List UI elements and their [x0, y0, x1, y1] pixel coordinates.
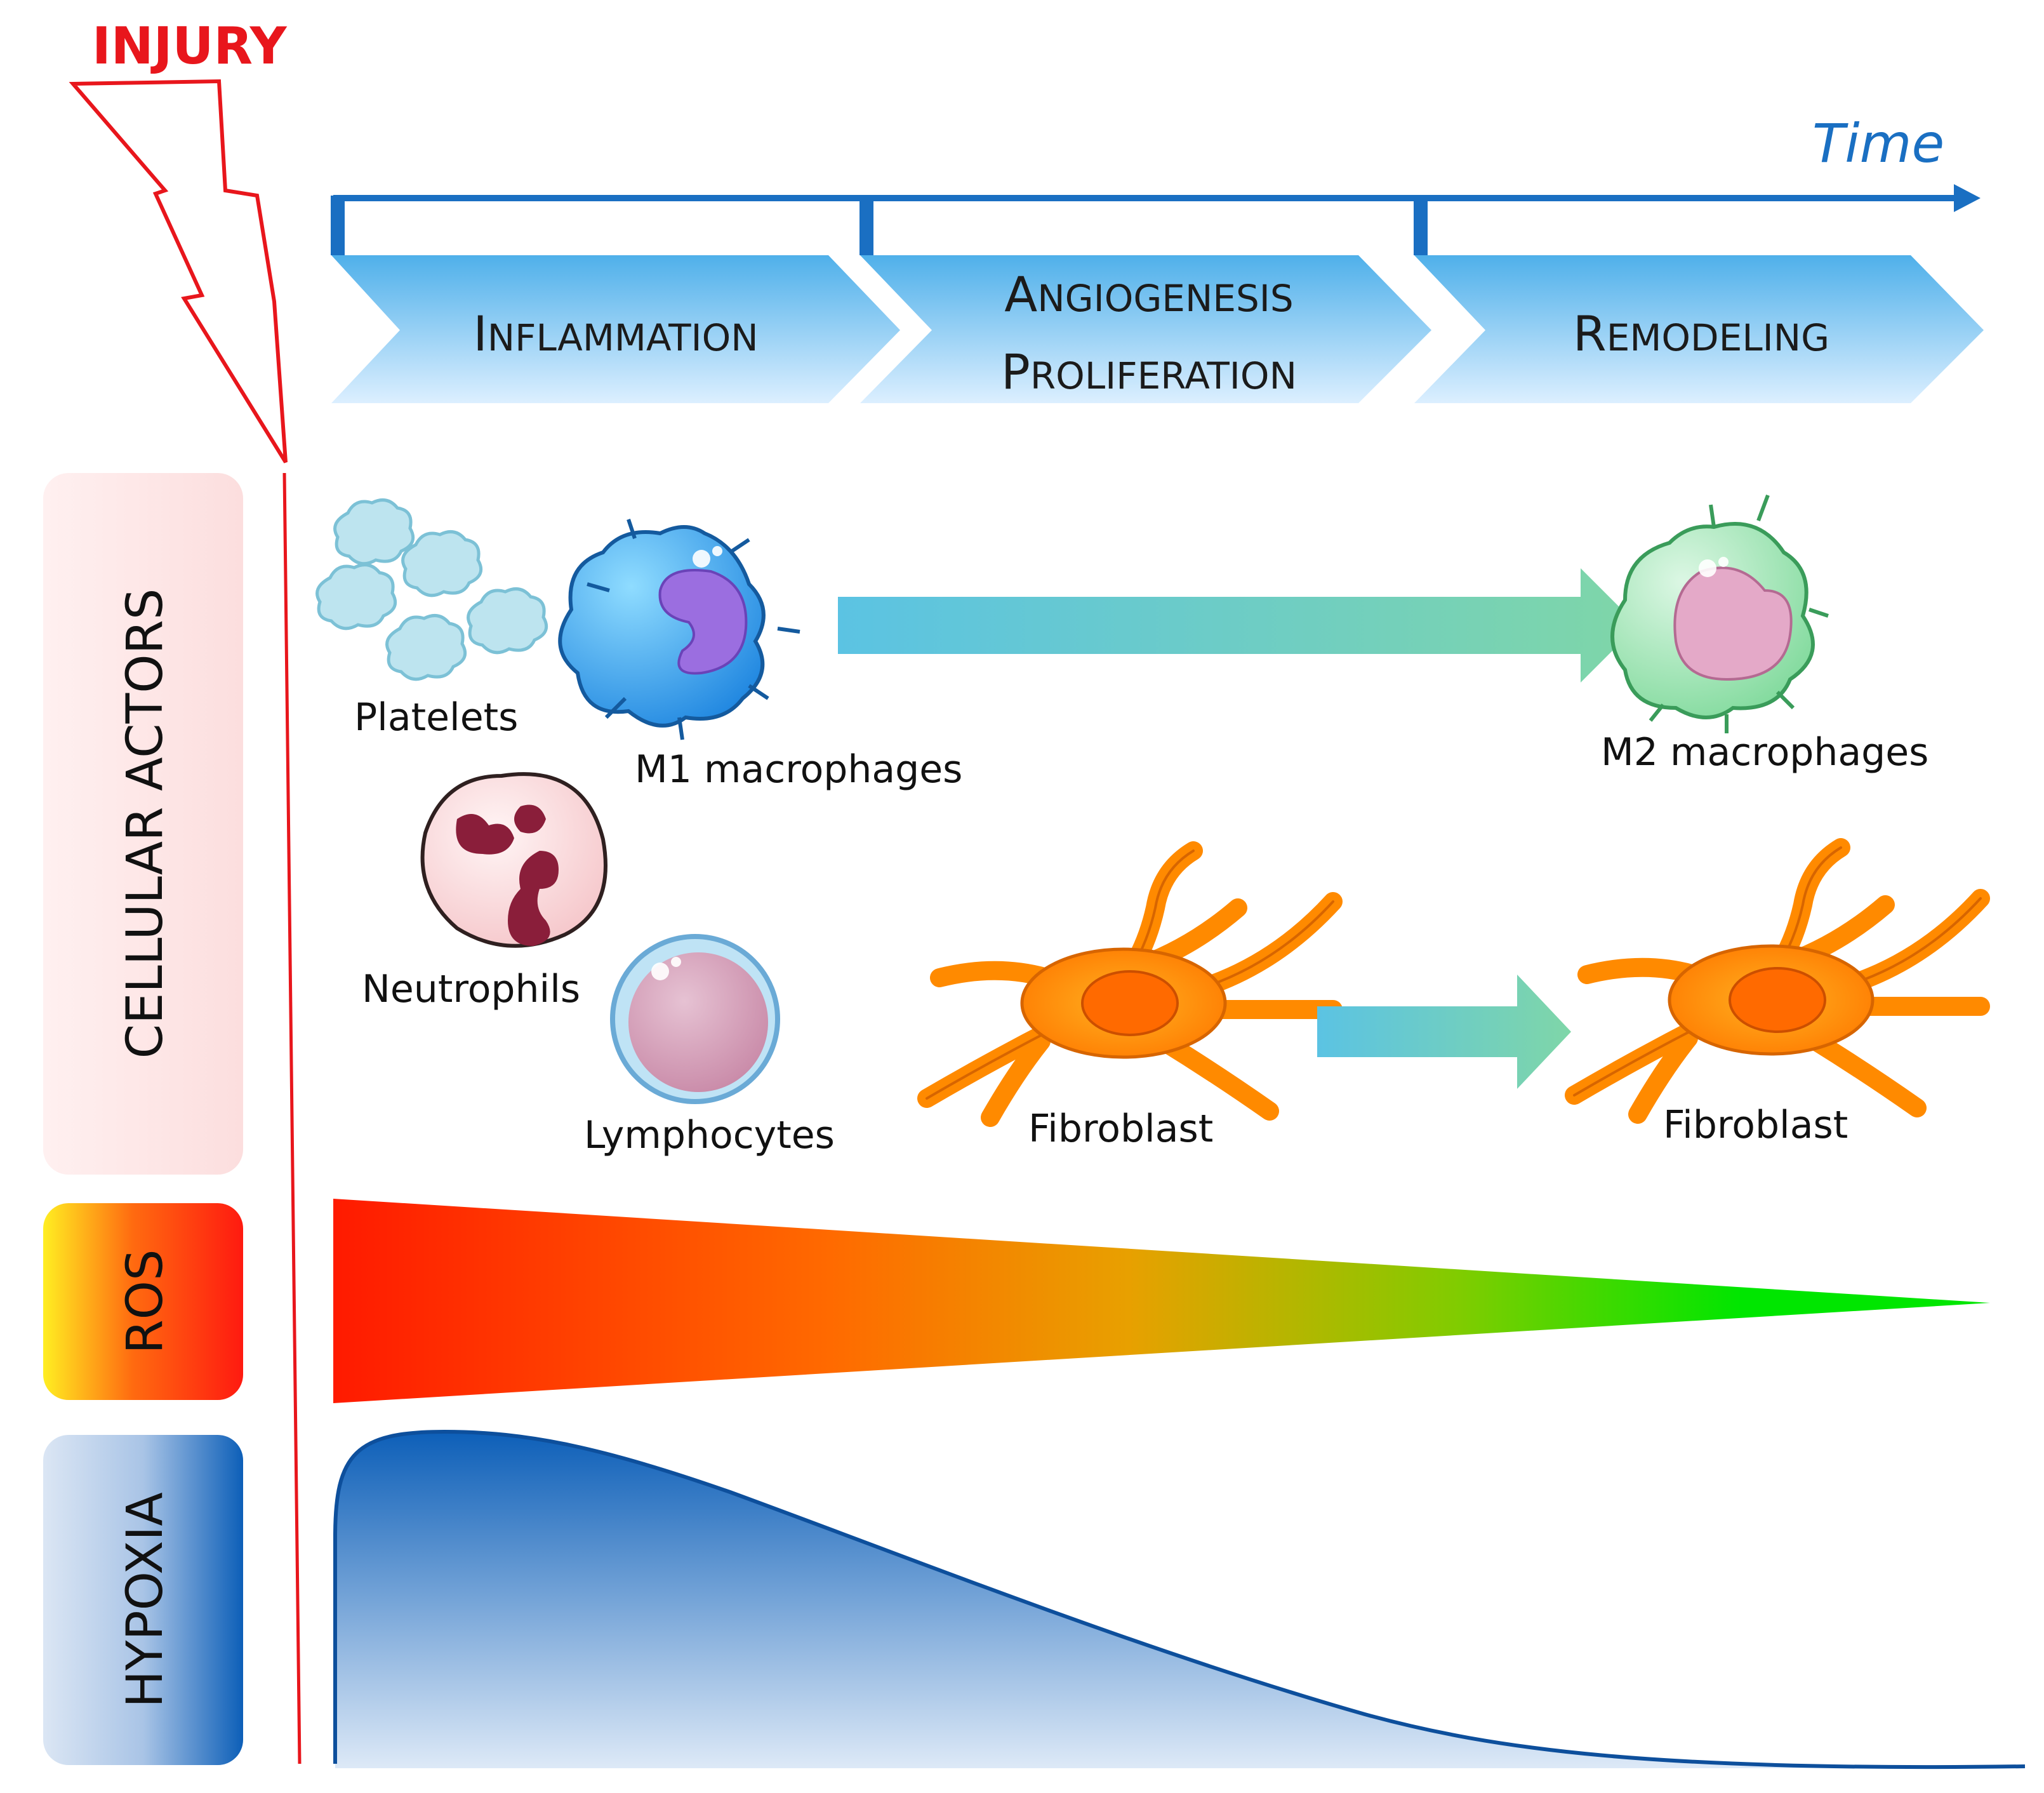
neutrophils-label: Neutrophils	[362, 967, 580, 1011]
platelet-icon	[333, 498, 415, 566]
ros-panel	[43, 1203, 243, 1400]
lymphocyte-icon	[610, 934, 780, 1104]
fibroblast-label-1: Fibroblast	[1028, 1107, 1213, 1151]
fibroblast-icon-2	[1565, 838, 1990, 1124]
time-arrowhead-icon	[1954, 184, 1981, 212]
platelet-icon	[401, 530, 483, 597]
lightning-bolt-icon	[69, 79, 288, 463]
injury-time-line	[282, 472, 302, 1764]
platelet-icon	[385, 614, 467, 681]
fibroblast-arrow-icon	[1317, 975, 1571, 1089]
phase-chevron-inflammation	[331, 255, 900, 403]
ros-label: ROS	[117, 1249, 174, 1354]
platelet-icon	[315, 563, 397, 630]
hypoxia-panel	[43, 1435, 243, 1765]
cellular-actors-panel	[43, 473, 243, 1175]
phase-label-inflammation: INFLAMMATION	[473, 305, 758, 362]
injury-label: INJURY	[92, 17, 288, 76]
phase-chevron-angiogenesis	[860, 255, 1431, 403]
phase-chevron-remodeling	[1414, 255, 1984, 403]
m2-macrophage-icon	[1610, 494, 1829, 733]
fibroblast-label-2: Fibroblast	[1663, 1103, 1848, 1147]
side-panels: CELLULAR ACTORS ROS HYPOXIA	[43, 473, 243, 1765]
time-axis: Time	[331, 112, 1981, 255]
hypoxia-curve-outline	[333, 1429, 2026, 1770]
phase-chevrons: INFLAMMATION ANGIOGENESIS PROLIFERATION …	[331, 255, 1984, 403]
ros-gradient-wedge	[333, 1199, 1990, 1403]
m2-macrophages-label: M2 macrophages	[1601, 730, 1928, 775]
platelets-cluster	[315, 498, 548, 681]
cellular-actors-label: CELLULAR ACTORS	[117, 589, 174, 1059]
lymphocytes-label: Lymphocytes	[584, 1113, 835, 1157]
m1-macrophages-label: M1 macrophages	[635, 747, 962, 792]
hypoxia-curve	[335, 1432, 2025, 1768]
platelet-icon	[467, 587, 548, 655]
fibroblast-icon-1	[917, 841, 1343, 1127]
injury-marker: INJURY	[69, 17, 302, 1764]
hypoxia-label: HYPOXIA	[117, 1492, 174, 1708]
phase-label-angiogenesis: ANGIOGENESIS	[1004, 266, 1293, 323]
time-label: Time	[1812, 112, 1944, 175]
platelets-label: Platelets	[354, 695, 518, 740]
phase-label-remodeling: REMODELING	[1573, 305, 1829, 362]
m1-to-m2-arrow-icon	[838, 568, 1638, 683]
neutrophil-icon	[420, 772, 607, 948]
m1-macrophage-icon	[558, 519, 800, 740]
phase-label-proliferation: PROLIFERATION	[1001, 343, 1297, 400]
